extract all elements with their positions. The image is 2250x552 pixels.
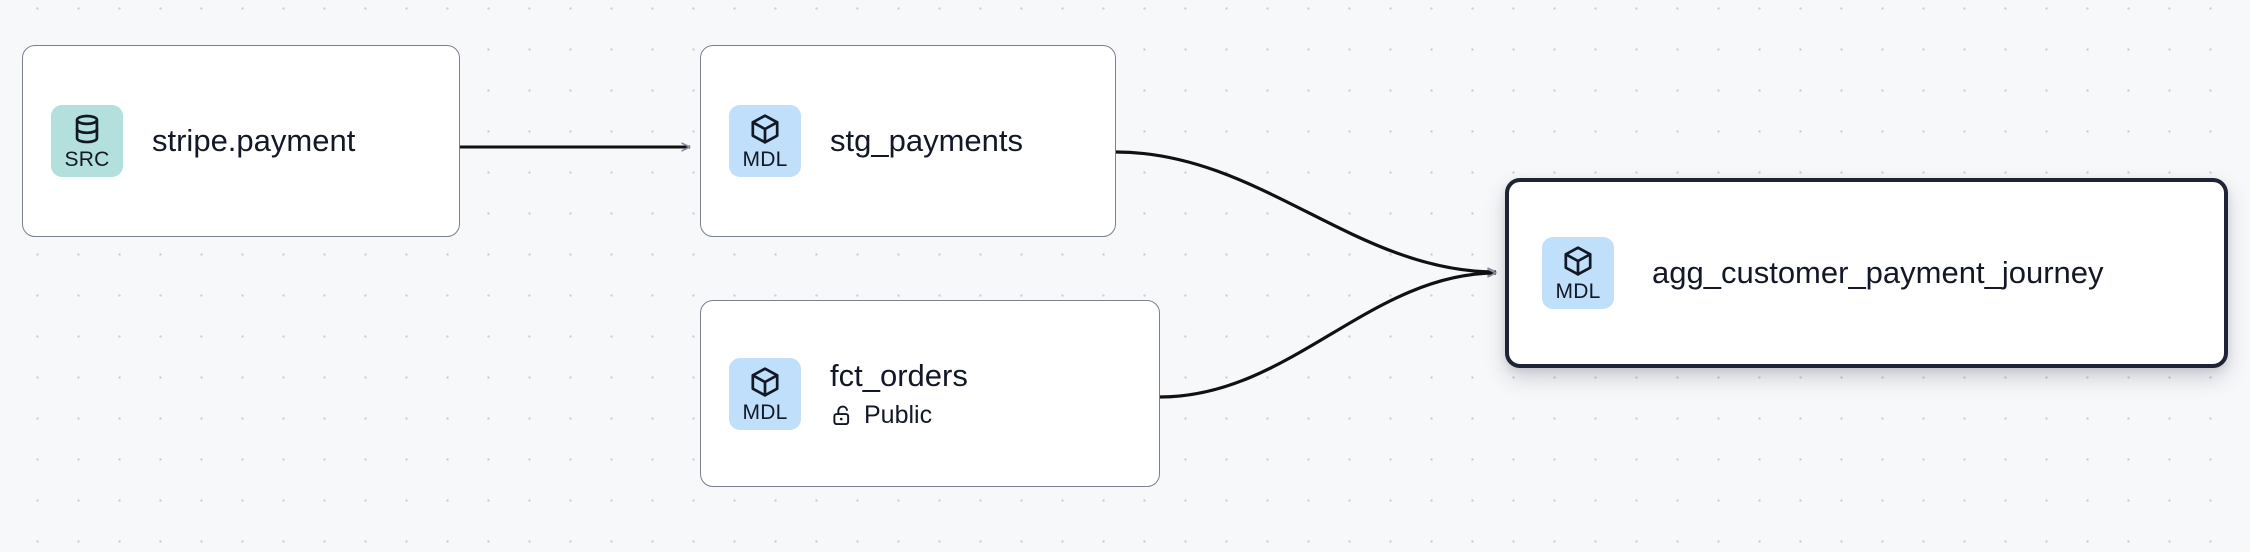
unlock-icon xyxy=(833,405,850,425)
node-badge-label: MDL xyxy=(1555,280,1601,303)
node-body: stg_payments xyxy=(830,123,1115,159)
node-body: agg_customer_payment_journey xyxy=(1652,255,2224,291)
node-badge-label: SRC xyxy=(64,148,110,171)
node-title: agg_customer_payment_journey xyxy=(1652,255,2104,290)
node-agg-customer-payment-journey[interactable]: MDL agg_customer_payment_journey xyxy=(1505,178,2228,368)
node-body: stripe.payment xyxy=(152,123,459,159)
node-visibility: Public xyxy=(830,401,1141,429)
node-badge-label: MDL xyxy=(742,148,788,171)
cube-icon xyxy=(751,366,779,397)
node-title: fct_orders xyxy=(830,358,968,393)
node-fct-orders[interactable]: MDL fct_orders Public xyxy=(700,300,1160,487)
node-visibility-label: Public xyxy=(864,401,933,429)
edge-fct-to-agg xyxy=(1159,268,1497,399)
node-body: fct_orders Public xyxy=(830,358,1159,429)
node-title: stg_payments xyxy=(830,123,1023,158)
cube-icon xyxy=(751,114,779,144)
node-badge-mdl: MDL xyxy=(1542,237,1614,309)
node-badge-mdl: MDL xyxy=(729,105,801,177)
database-icon xyxy=(75,114,99,144)
node-badge-src: SRC xyxy=(51,105,123,177)
node-badge-label: MDL xyxy=(742,400,788,424)
node-title: stripe.payment xyxy=(152,123,356,158)
edge-stg-to-agg xyxy=(1115,150,1497,277)
cube-icon xyxy=(1564,246,1592,276)
node-stripe-payment[interactable]: SRC stripe.payment xyxy=(22,45,460,237)
node-stg-payments[interactable]: MDL stg_payments xyxy=(700,45,1116,237)
node-badge-mdl: MDL xyxy=(729,357,801,430)
